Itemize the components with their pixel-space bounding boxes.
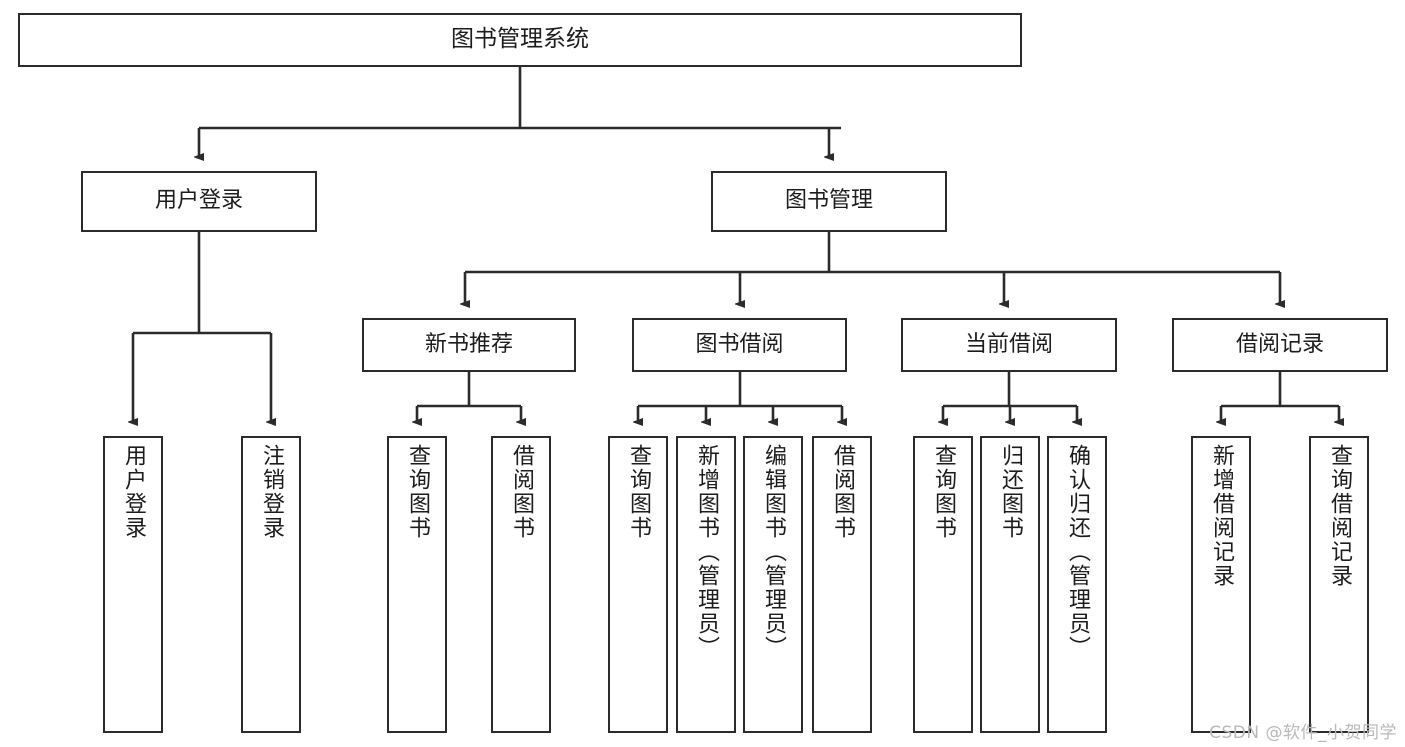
leaf-borrow-add-book-admin[interactable]: 新增图书（管理员） [676, 436, 736, 733]
node-label: 图书管理系统 [451, 26, 589, 53]
leaf-logout[interactable]: 注销登录 [241, 436, 301, 733]
leaf-current-confirm-return-admin[interactable]: 确认归还（管理员） [1047, 436, 1107, 733]
leaf-newbook-borrow-book[interactable]: 借阅图书 [491, 436, 551, 733]
node-label: 查询借阅记录 [1327, 444, 1352, 588]
node-label: 借阅图书 [830, 444, 855, 540]
leaf-current-query-book[interactable]: 查询图书 [913, 436, 973, 733]
leaf-current-return-book[interactable]: 归还图书 [980, 436, 1040, 733]
leaf-borrow-edit-book-admin[interactable]: 编辑图书（管理员） [743, 436, 803, 733]
node-label: 新增借阅记录 [1209, 444, 1234, 588]
leaf-borrow-borrow-book[interactable]: 借阅图书 [812, 436, 872, 733]
node-book-management[interactable]: 图书管理 [711, 171, 947, 232]
node-label: 注销登录 [259, 444, 284, 540]
node-label: 图书借阅 [695, 331, 784, 357]
node-label: 当前借阅 [964, 331, 1053, 357]
leaf-record-query-borrow-record[interactable]: 查询借阅记录 [1309, 436, 1369, 733]
node-label: 确认归还（管理员） [1065, 444, 1090, 660]
leaf-newbook-query-book[interactable]: 查询图书 [387, 436, 447, 733]
leaf-record-add-borrow-record[interactable]: 新增借阅记录 [1191, 436, 1251, 733]
node-label: 查询图书 [405, 444, 430, 540]
node-new-book-recommend[interactable]: 新书推荐 [362, 318, 576, 372]
node-label: 新增图书（管理员） [694, 444, 719, 660]
node-label: 编辑图书（管理员） [761, 444, 786, 660]
node-label: 归还图书 [998, 444, 1023, 540]
leaf-borrow-query-book[interactable]: 查询图书 [608, 436, 668, 733]
node-label: 用户登录 [154, 188, 243, 214]
node-label: 借阅图书 [509, 444, 534, 540]
node-label: 新书推荐 [424, 331, 513, 357]
node-label: 查询图书 [626, 444, 651, 540]
csdn-watermark: CSDN @软件_小贺同学 [1209, 723, 1397, 743]
node-label: 查询图书 [931, 444, 956, 540]
node-label: 用户登录 [121, 444, 146, 540]
node-label: 图书管理 [784, 188, 873, 214]
node-root-system[interactable]: 图书管理系统 [18, 13, 1022, 67]
leaf-user-login[interactable]: 用户登录 [103, 436, 163, 733]
node-current-borrow[interactable]: 当前借阅 [901, 318, 1117, 372]
node-borrow-record[interactable]: 借阅记录 [1172, 318, 1388, 372]
node-book-borrow[interactable]: 图书借阅 [632, 318, 847, 372]
node-user-login[interactable]: 用户登录 [81, 171, 317, 232]
node-label: 借阅记录 [1235, 331, 1324, 357]
